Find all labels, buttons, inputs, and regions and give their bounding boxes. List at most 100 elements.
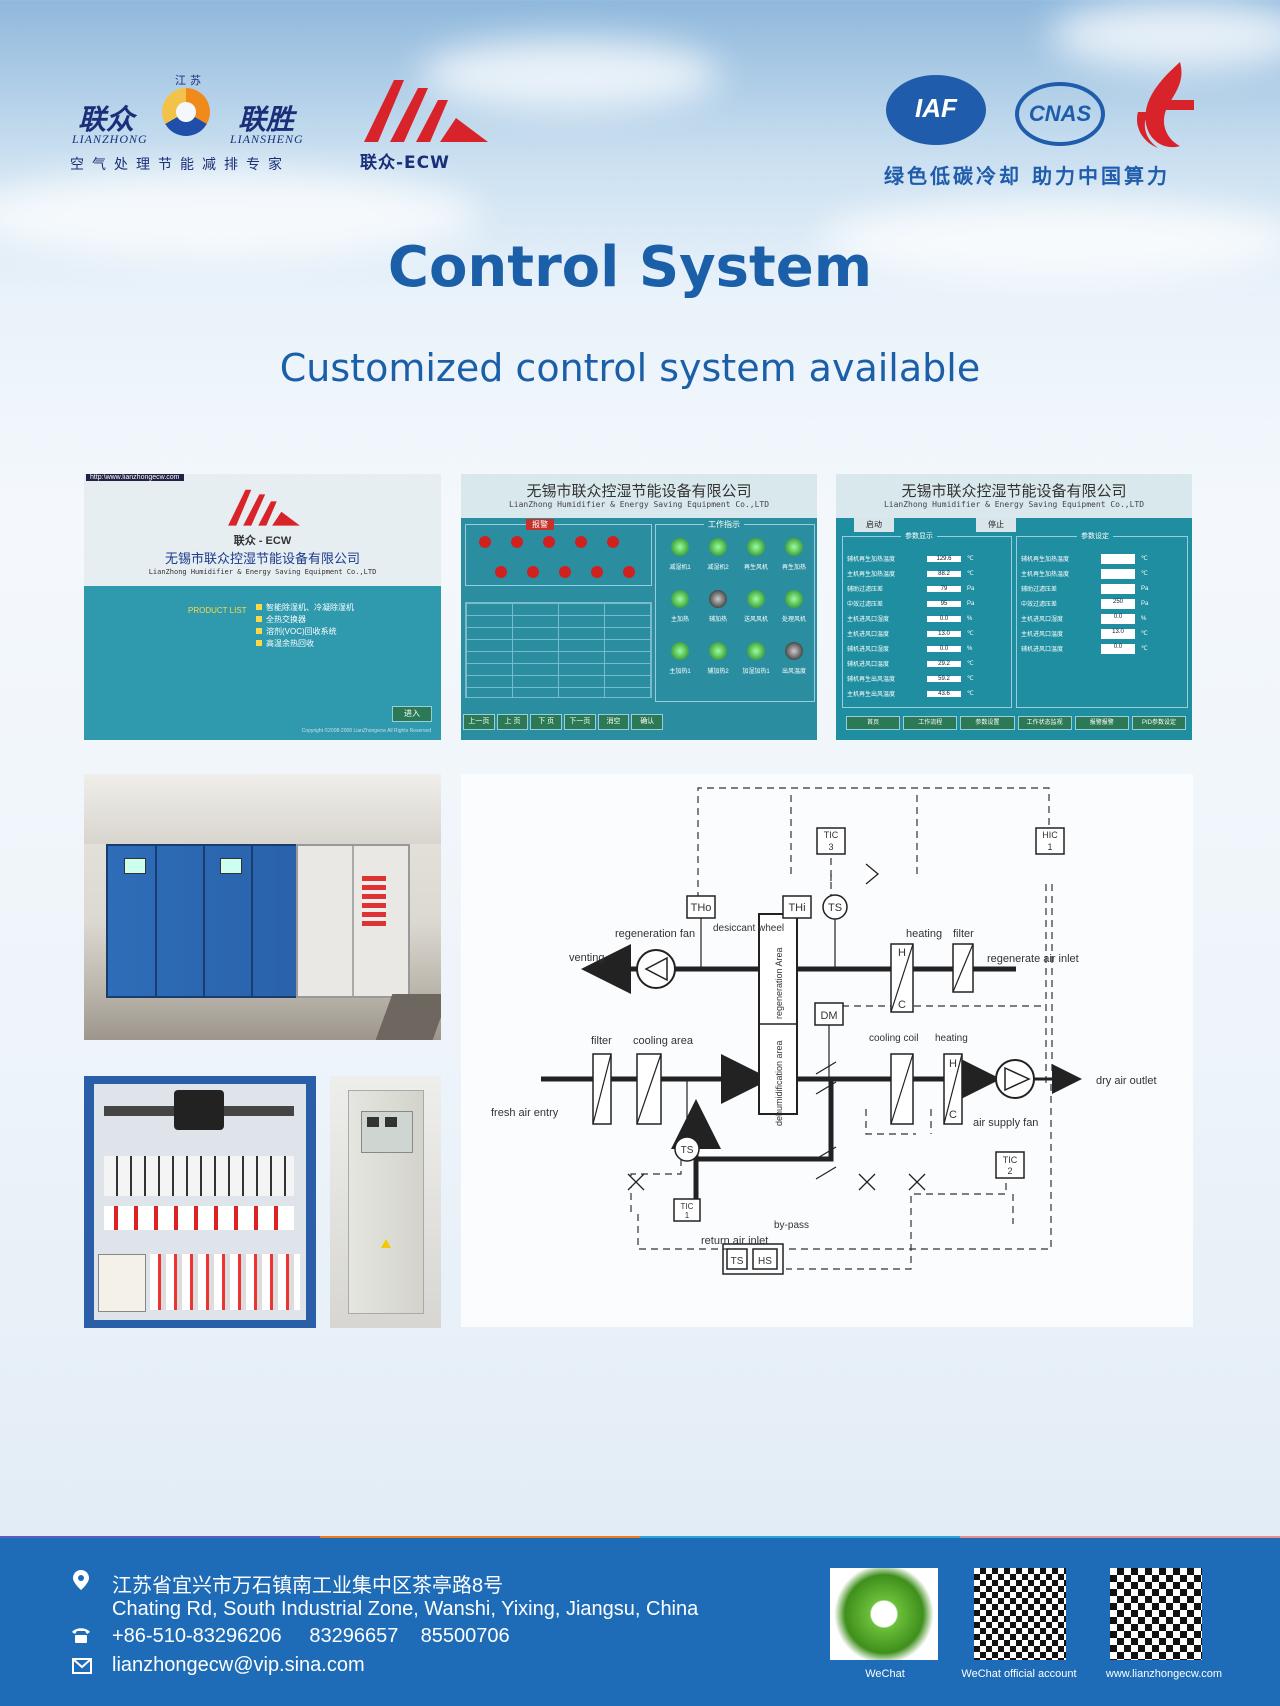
param-label: 辅机进风口温度 [847,662,890,668]
param-label: 辅机进风口湿度 [847,647,890,653]
product-item[interactable]: 全热交换器 [256,614,354,626]
h-bottom-label: H [949,1058,957,1070]
param-input[interactable]: 250 [1101,598,1135,609]
status-light-icon [709,642,727,660]
nav-button[interactable]: 首页 [846,716,901,730]
param-label: 辅机再生出风温度 [847,677,896,683]
ceiling-wall [84,774,441,844]
brand-cn-right: 联胜 [238,103,295,136]
wechat-qr-code[interactable] [830,1568,938,1660]
photo-panel-wiring [84,1076,316,1328]
welcome-enter-button[interactable]: 进入 [392,706,432,722]
website-qr-code[interactable] [1110,1568,1202,1660]
param-display-label: 参数显示 [901,531,937,541]
transformer [98,1254,146,1312]
product-item[interactable]: 溶剂(VOC)回收系统 [256,626,354,638]
regen-area-label: regeneration Area [774,947,784,1019]
welcome-banner [84,474,441,586]
nav-button[interactable]: 消空 [597,714,630,730]
alarm-light-icon [495,566,507,578]
product-item[interactable]: 高温余热回收 [256,638,354,650]
param-input[interactable] [1101,583,1135,594]
param-label: 中效过滤压差 [1021,602,1058,608]
param-input[interactable]: 13.0 [1101,628,1135,639]
filter-bottom-label: filter [591,1035,612,1047]
param-unit: % [1141,615,1147,622]
nav-button[interactable]: 下 页 [530,714,563,730]
nav-button[interactable]: 上 页 [496,714,529,730]
nav-button[interactable]: PID参数设定 [1131,716,1187,730]
tic3-b: 3 [828,842,833,852]
param-input[interactable]: 0.0 [1101,613,1135,624]
ts-hs-frame [722,1243,784,1275]
nav-button[interactable]: 确认 [631,714,664,730]
status-item: 辅加热2 [701,642,735,678]
nav-button[interactable]: 工作状态监视 [1017,716,1072,730]
qr-caption-wechat: WeChat [865,1668,905,1680]
param-unit: ℃ [967,571,974,577]
relay-row [104,1206,294,1230]
brand-en-left: LIANZHONG [72,132,148,146]
status-item-label: 主加热1 [669,669,691,675]
param-input[interactable] [1101,568,1135,579]
start-button[interactable]: 启动 [854,518,894,532]
status-light-icon [747,590,765,608]
param-label: 辅机再生加热温度 [1021,557,1070,563]
phone-numbers[interactable]: +86-510-83296206 83296657 85500706 [112,1625,510,1647]
param-input[interactable] [1101,553,1135,564]
heating-bottom-label: heating [935,1033,968,1044]
status-item: 减湿机2 [701,538,735,574]
param-value: 13.0 [927,630,961,637]
alarm-label: 报警 [526,519,554,530]
param-unit: ℃ [1141,646,1148,652]
dm-label: DM [820,1010,837,1022]
control-valves [627,863,926,1191]
status-light-icon [785,590,803,608]
param-label: 主机进风口温度 [1021,632,1064,638]
nav-button[interactable]: 工作流程 [903,716,958,730]
terminal-row [150,1254,300,1310]
nav-button[interactable]: 报警报警 [1074,716,1129,730]
nav-button[interactable]: 上一页 [463,714,495,730]
iaf-label: IAF [915,93,957,123]
phone-icon [70,1626,92,1650]
diagram-text: TIC 3 HIC 1 THo THi TS regeneration fan … [491,830,1157,1267]
brand-jiangsu: 江苏 [175,74,205,87]
thi-label: THi [788,902,805,914]
param-input[interactable]: 0.0 [1101,643,1135,654]
param-unit: % [967,645,973,652]
param-value: 0.0 [927,645,961,652]
c-top-label: C [898,999,906,1011]
desiccant-wheel-label: desiccant wheel [713,923,784,934]
official-account-qr-code[interactable] [974,1568,1066,1660]
instrument-links [686,918,836,1137]
venting-label: venting [569,952,604,964]
product-item-label: 溶剂(VOC)回收系统 [266,627,337,636]
nav-button[interactable]: 参数设置 [960,716,1015,730]
param-value: 95 [927,600,961,607]
screenshot-alarm-status: 无锡市联众控湿节能设备有限公司 LianZhong Humidifier & E… [461,474,817,740]
screen-company-en: LianZhong Humidifier & Energy Saving Equ… [883,500,1145,509]
screen-header: 无锡市联众控湿节能设备有限公司 LianZhong Humidifier & E… [836,474,1192,518]
param-unit: Pa [967,585,975,592]
status-item-label: 减湿机2 [707,565,729,571]
main-breaker [174,1090,224,1130]
alarm-panel: 报警 [465,519,652,586]
tic1-a: TIC [681,1202,694,1211]
param-label: 辅助过滤压差 [847,587,884,593]
product-item[interactable]: 智能除湿机、冷凝除湿机 [256,602,354,614]
hs-bottom-label: HS [758,1256,772,1267]
param-label: 主机进风口湿度 [847,617,890,623]
screenshot-welcome: http:\www.lianzhongecw.com 联众 - ECW 无锡市联… [84,474,441,740]
alarm-light-icon [575,536,587,548]
qr-caption-website: www.lianzhongecw.com [1105,1668,1223,1680]
cloud-decoration [420,40,720,110]
nav-button[interactable]: 下一页 [564,714,596,730]
email-link[interactable]: lianzhongecw@vip.sina.com [112,1654,365,1676]
fresh-air-label: fresh air entry [491,1107,559,1119]
stop-button[interactable]: 停止 [976,518,1016,532]
param-label: 主机再生加热温度 [847,572,896,578]
